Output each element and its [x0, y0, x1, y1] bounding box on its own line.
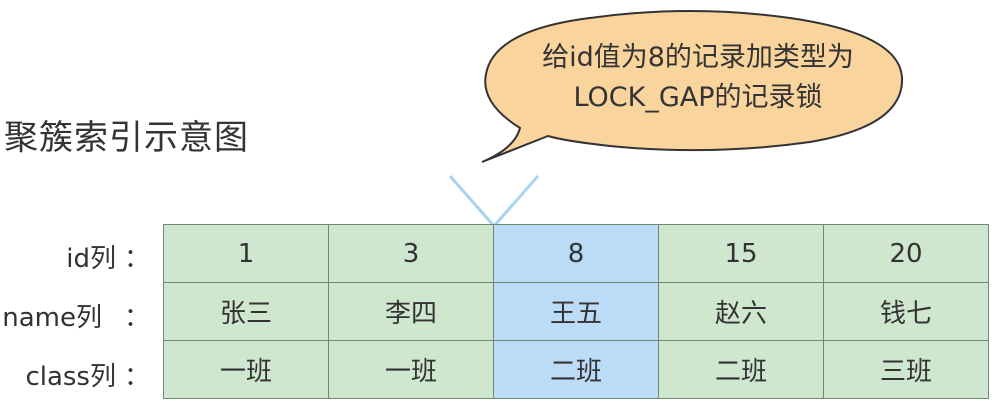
table-cell: 李四	[328, 282, 494, 341]
row-label-text: class列	[25, 362, 116, 392]
table-cell-highlighted: 王五	[493, 282, 659, 341]
row-label-class: class列：	[0, 356, 150, 393]
row-label-text: name列	[2, 303, 102, 333]
callout-text: 给id值为8的记录加类型为 LOCK_GAP的记录锁	[508, 38, 888, 118]
callout-line-1: 给id值为8的记录加类型为	[542, 42, 854, 73]
diagram-title: 聚簇索引示意图	[4, 118, 249, 158]
table-cell: 一班	[328, 340, 494, 399]
table-row-name: 张三 李四 王五 赵六 钱七	[163, 282, 989, 341]
table-cell: 赵六	[658, 282, 824, 341]
table-cell-highlighted: 8	[493, 224, 659, 283]
table-row-id: 1 3 8 15 20	[163, 224, 989, 283]
row-label-text: id列	[66, 244, 116, 274]
table-cell: 钱七	[823, 282, 989, 341]
table-cell-highlighted: 二班	[493, 340, 659, 399]
table-cell: 二班	[658, 340, 824, 399]
callout-line-2: LOCK_GAP的记录锁	[573, 82, 823, 113]
table-cell: 一班	[163, 340, 329, 399]
table-cell: 张三	[163, 282, 329, 341]
index-records-table: 1 3 8 15 20 张三 李四 王五 赵六 钱七 一班 一班 二班 二班 三…	[163, 224, 989, 399]
row-label-id: id列：	[0, 238, 150, 275]
table-row-class: 一班 一班 二班 二班 三班	[163, 340, 989, 399]
table-cell: 20	[823, 224, 989, 283]
table-cell: 3	[328, 224, 494, 283]
callout-bubble	[481, 10, 904, 163]
table-cell: 1	[163, 224, 329, 283]
table-cell: 三班	[823, 340, 989, 399]
row-label-name: name列：	[0, 297, 150, 334]
table-cell: 15	[658, 224, 824, 283]
pointer-arrow	[448, 175, 540, 227]
